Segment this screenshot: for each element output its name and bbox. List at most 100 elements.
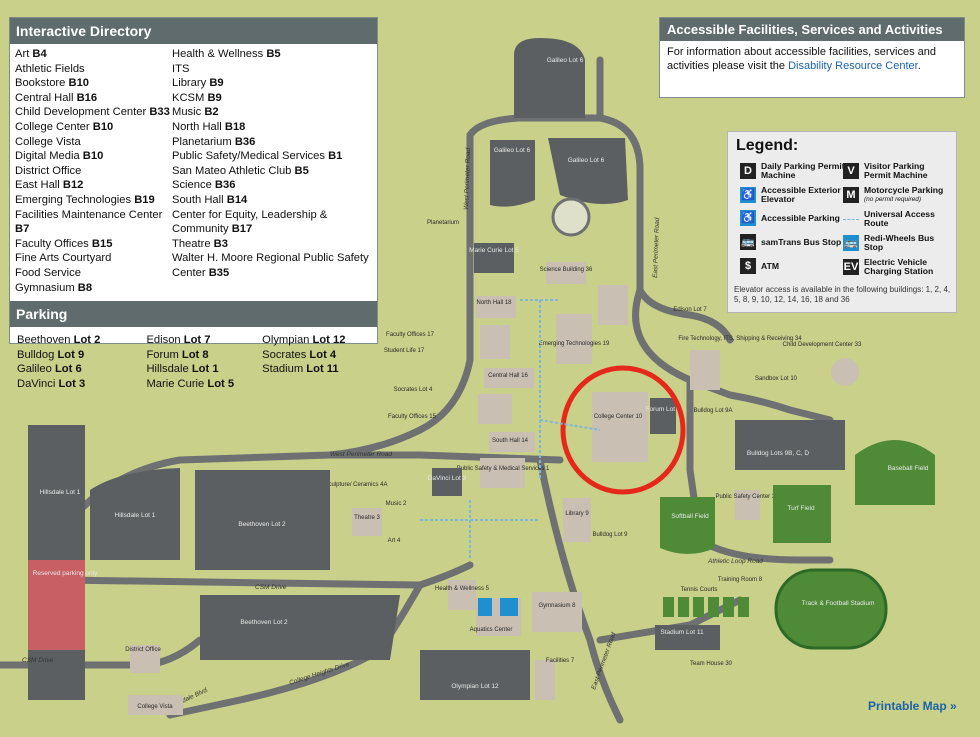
svg-text:Health & Wellness 5: Health & Wellness 5	[435, 586, 490, 592]
fire-technology[interactable]	[690, 350, 720, 390]
directory-entry[interactable]: Facilities Maintenance Center B7	[15, 208, 163, 236]
reserved-parking[interactable]	[28, 560, 85, 650]
directory-entry[interactable]: Bulldog Lot 9	[17, 348, 85, 361]
directory-entry[interactable]: Music B2	[172, 106, 219, 119]
directory-entry[interactable]: Fine Arts Courtyard	[15, 252, 112, 265]
galileo-lot-6-top[interactable]	[514, 38, 585, 118]
theatre[interactable]	[352, 508, 382, 536]
directory-entry[interactable]: Central Hall B16	[15, 91, 98, 104]
davinci-lot[interactable]	[432, 468, 462, 496]
directory-entry[interactable]: Edison Lot 7	[146, 334, 211, 347]
directory-entry[interactable]: Faculty Offices B15	[15, 237, 113, 250]
forum-lot[interactable]	[650, 398, 676, 434]
college-vista[interactable]	[128, 695, 183, 715]
faculty-offices-17[interactable]	[480, 325, 510, 359]
svg-text:Library 9: Library 9	[565, 511, 589, 517]
directory-entry[interactable]: Athletic Fields	[15, 62, 85, 75]
north-hall[interactable]	[476, 296, 516, 318]
planetarium-dome[interactable]	[551, 197, 591, 237]
college-center[interactable]	[592, 392, 648, 462]
beethoven-lot-2-b[interactable]	[200, 595, 400, 660]
printable-map-link[interactable]: Printable Map »	[868, 699, 957, 713]
galileo-lot-6-b[interactable]	[548, 138, 628, 204]
directory-entry[interactable]: Health & Wellness B5	[172, 48, 281, 60]
svg-text:Facilities 7: Facilities 7	[546, 658, 575, 664]
directory-entry[interactable]: Center for Equity, Leadership & Communit…	[172, 208, 328, 236]
track-football-stadium[interactable]	[774, 568, 888, 650]
directory-entry[interactable]: Beethoven Lot 2	[17, 334, 101, 347]
public-safety-medical[interactable]	[480, 458, 525, 488]
directory-entry[interactable]: College Vista	[15, 135, 81, 148]
olympian-lot-12[interactable]	[420, 650, 530, 700]
directory-entry[interactable]: Olympian Lot 12	[262, 334, 346, 347]
gymnasium[interactable]	[532, 592, 582, 632]
directory-entry[interactable]: Socrates Lot 4	[262, 348, 337, 361]
directory-entry[interactable]: Planetarium B36	[172, 135, 256, 148]
directory-entry[interactable]: ITS	[172, 62, 190, 75]
svg-text:Hillsdale Lot 1: Hillsdale Lot 1	[40, 489, 81, 496]
directory-entry[interactable]: North Hall B18	[172, 120, 246, 133]
svg-text:Child Development Center 33: Child Development Center 33	[783, 342, 862, 348]
public-safety-center[interactable]	[735, 490, 760, 520]
directory-entry[interactable]: Galileo Lot 6	[17, 363, 82, 376]
directory-entry[interactable]: KCSM B9	[172, 91, 222, 104]
svg-text:Training Room 8: Training Room 8	[718, 577, 763, 583]
legend-icon: ♿	[740, 210, 756, 226]
directory-entry[interactable]: Public Safety/Medical Services B1	[172, 150, 343, 163]
disability-resource-center-link[interactable]: Disability Resource Center	[788, 60, 918, 72]
facilities-7[interactable]	[535, 660, 555, 700]
marie-curie-lot[interactable]	[474, 243, 514, 273]
emerging-technologies[interactable]	[556, 314, 592, 364]
directory-entry[interactable]: Digital Media B10	[15, 150, 104, 163]
turf-field[interactable]	[773, 485, 831, 543]
beethoven-lot-2-a[interactable]	[195, 470, 330, 570]
legend-icon: M	[843, 187, 859, 203]
directory-entry[interactable]: South Hall B14	[172, 193, 248, 206]
directory-entry[interactable]: San Mateo Athletic Club B5	[172, 164, 309, 177]
directory-entry[interactable]: Child Development Center B33	[15, 106, 170, 119]
directory-entry[interactable]: District Office	[15, 164, 82, 177]
svg-text:Athletic Loop Road: Athletic Loop Road	[707, 558, 763, 565]
health-wellness[interactable]	[448, 580, 476, 610]
directory-entry[interactable]: Science B36	[172, 179, 236, 192]
legend-item: ♿Accessible Exterior Elevator	[740, 185, 841, 204]
directory-entry[interactable]: DaVinci Lot 3	[17, 377, 86, 390]
faculty-offices-15[interactable]	[478, 394, 512, 424]
stadium-lot-11[interactable]	[655, 625, 720, 650]
directory-entry[interactable]: Bookstore B10	[15, 77, 90, 90]
svg-text:South Hall 14: South Hall 14	[492, 438, 529, 444]
galileo-lot-6-a[interactable]	[490, 140, 535, 207]
svg-text:Art 4: Art 4	[388, 538, 401, 544]
directory-entry[interactable]: Hillsdale Lot 1	[146, 363, 219, 376]
directory-entry[interactable]: Theatre B3	[172, 237, 228, 250]
directory-entry[interactable]: East Hall B12	[15, 179, 84, 192]
directory-entry[interactable]: Forum Lot 8	[146, 348, 209, 361]
hillsdale-lot-1-b[interactable]	[90, 468, 180, 560]
softball-field[interactable]	[660, 497, 715, 554]
directory-entry[interactable]: Library B9	[172, 77, 224, 90]
directory-entry[interactable]: Walter H. Moore Regional Public Safety C…	[172, 252, 369, 279]
svg-text:Aquatics Center: Aquatics Center	[470, 627, 513, 633]
legend-item: ♿Accessible Parking	[740, 210, 850, 226]
svg-text:Stadium Lot 11: Stadium Lot 11	[660, 629, 704, 636]
pool-a	[478, 598, 492, 616]
svg-text:Sculpture/ Ceramics 4A: Sculpture/ Ceramics 4A	[324, 482, 387, 488]
directory-entry[interactable]: Food Service	[15, 266, 81, 279]
baseball-field[interactable]	[855, 440, 935, 505]
district-office[interactable]	[130, 645, 160, 673]
directory-entry[interactable]: Stadium Lot 11	[262, 363, 339, 376]
central-hall[interactable]	[484, 368, 534, 388]
directory-entry[interactable]: College Center B10	[15, 120, 114, 133]
svg-text:Reserved parking only: Reserved parking only	[33, 570, 98, 577]
child-development-center[interactable]	[831, 358, 859, 386]
directory-entry[interactable]: Marie Curie Lot 5	[146, 377, 235, 390]
south-hall[interactable]	[489, 432, 535, 452]
directory-entry[interactable]: Gymnasium B8	[15, 281, 93, 294]
bulldog-lots-9bcd[interactable]	[735, 420, 845, 470]
directory-entry[interactable]: Emerging Technologies B19	[15, 193, 155, 206]
directory-entry[interactable]: Art B4	[15, 48, 47, 60]
library[interactable]	[563, 498, 591, 542]
science-building[interactable]	[546, 262, 586, 284]
svg-text:Planetarium: Planetarium	[427, 220, 459, 226]
